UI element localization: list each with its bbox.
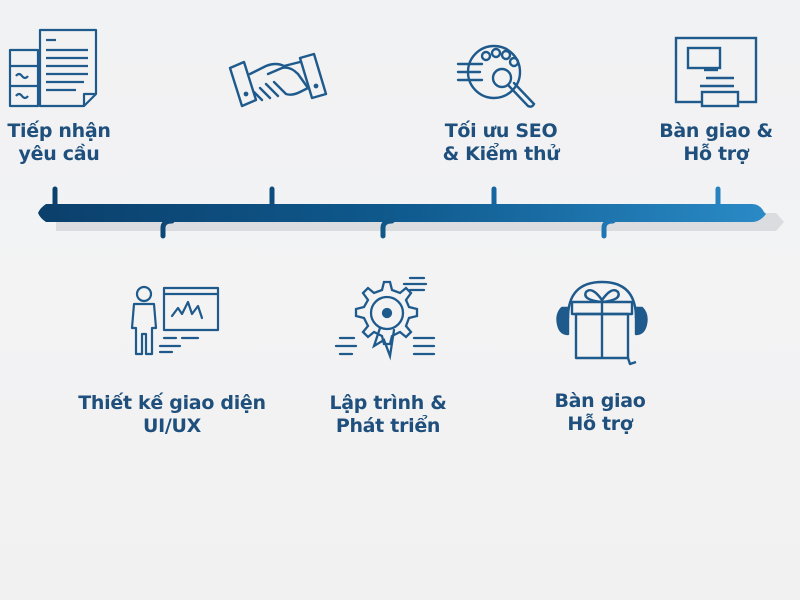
step-5-line2: & Kiểm thử — [442, 143, 560, 165]
step-7-line1: Bàn giao & — [659, 120, 773, 142]
timeline-bar — [38, 186, 784, 239]
step-6-line2: Hỗ trợ — [567, 413, 633, 435]
gear-development-icon — [334, 274, 438, 366]
designer-board-icon — [126, 284, 226, 356]
step-1-label: Tiếp nhận yêu cầu — [0, 120, 118, 166]
step-2-line2: UI/UX — [142, 415, 201, 437]
gift-headset-icon — [554, 278, 654, 370]
step-7-line2: Hỗ trợ — [683, 143, 749, 165]
step-1-line1: Tiếp nhận — [7, 120, 111, 142]
step-2-line1: Thiết kế giao diện — [78, 392, 266, 414]
top-ticks — [52, 186, 721, 208]
step-5-label: Tối ưu SEO & Kiểm thử — [428, 120, 574, 166]
step-4-label: Lập trình & Phát triển — [308, 392, 468, 438]
step-4-line1: Lập trình & — [329, 392, 447, 414]
bottom-ticks — [160, 218, 616, 239]
seo-search-icon — [456, 38, 546, 110]
website-layout-icon — [674, 36, 764, 110]
step-4-line2: Phát triển — [335, 415, 441, 437]
step-6-label: Bàn giao Hỗ trợ — [530, 390, 670, 436]
step-6-line1: Bàn giao — [554, 390, 646, 412]
step-1-line2: yêu cầu — [18, 143, 100, 165]
handshake-icon — [228, 52, 328, 112]
step-7-label: Bàn giao & Hỗ trợ — [646, 120, 786, 166]
step-5-line1: Tối ưu SEO — [444, 120, 558, 142]
documents-icon — [6, 28, 98, 110]
step-2-label: Thiết kế giao diện UI/UX — [62, 392, 282, 438]
